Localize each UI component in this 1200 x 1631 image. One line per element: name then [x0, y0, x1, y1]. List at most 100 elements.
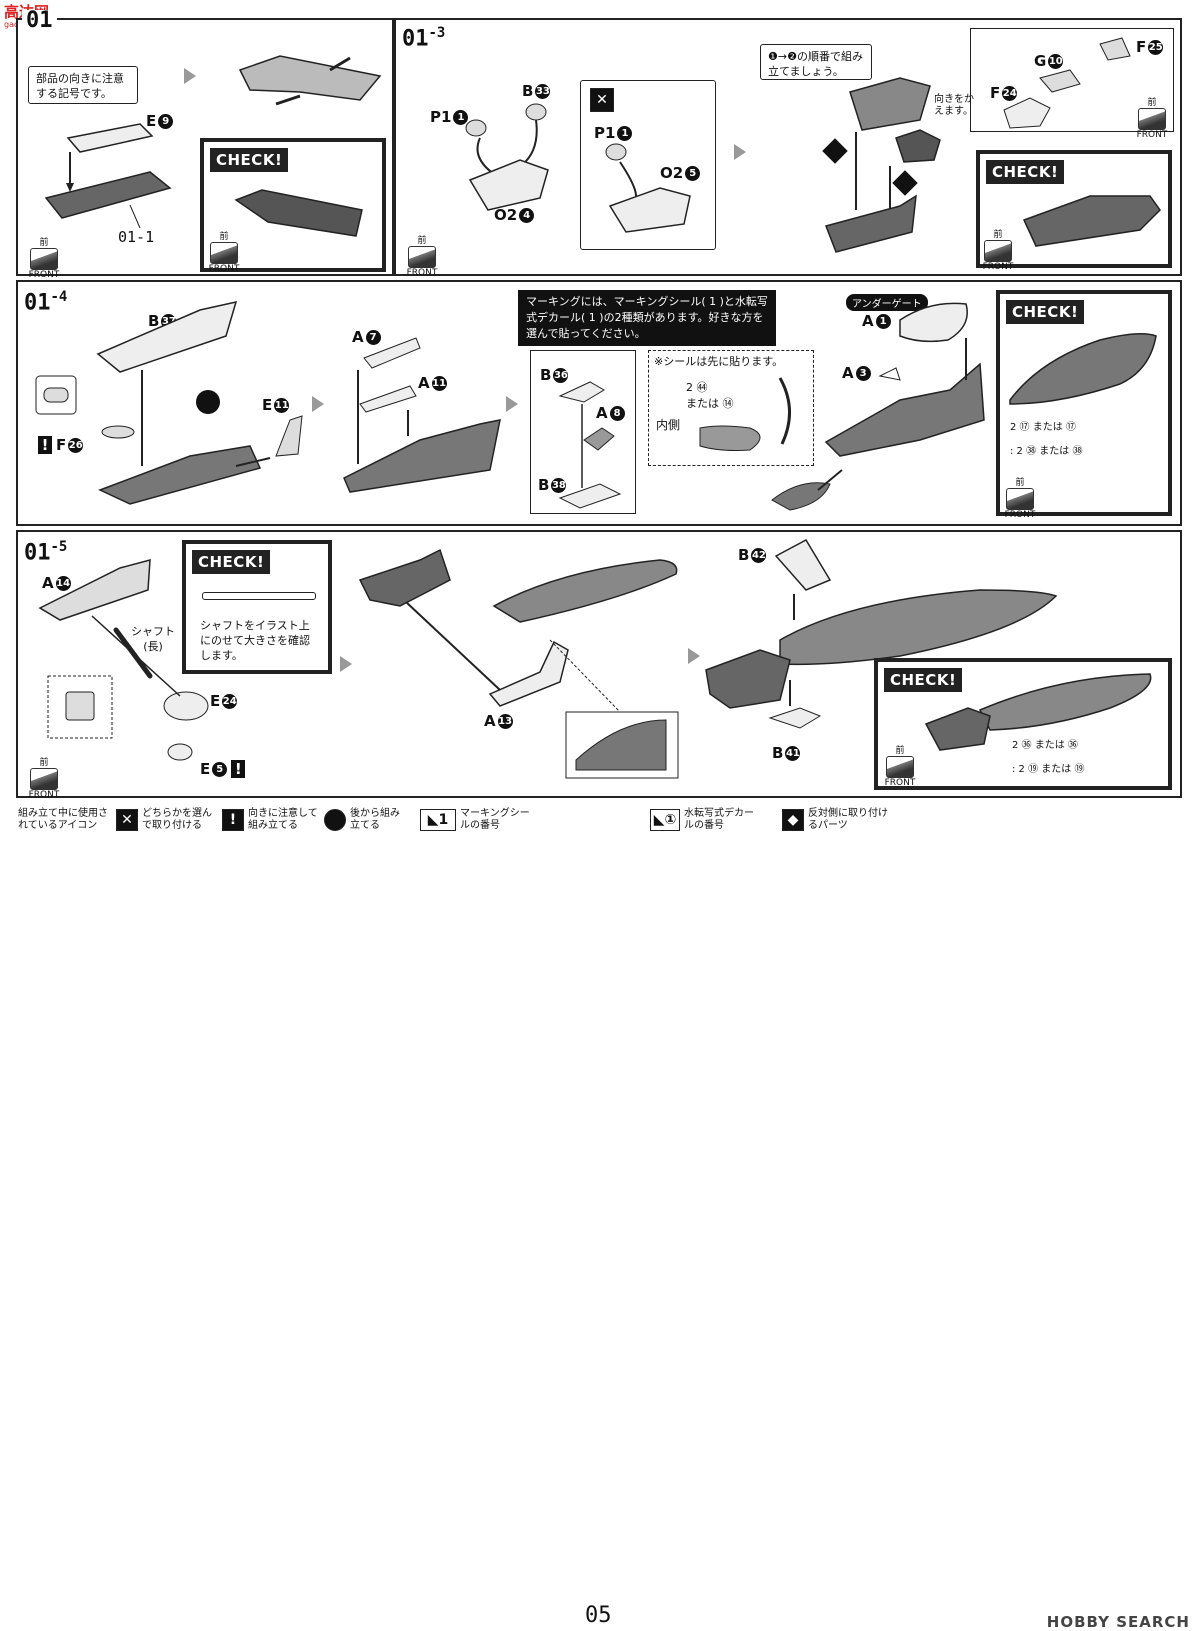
- intake-assembly-drawing: [38, 559, 209, 761]
- subassembly-box: [970, 28, 1174, 132]
- legend-decal-text: 水転写式デカールの番号: [684, 808, 754, 831]
- step-arrow: [312, 396, 324, 412]
- legend-sticker: ◣1 マーキングシールの番号: [420, 808, 530, 832]
- assembly-order-note: ❶→❷の順番で組み立てましょう。: [760, 44, 872, 80]
- inner-side-label: 内側: [656, 418, 681, 432]
- seat-alt-drawing: [605, 143, 691, 233]
- fuselage-assembly-drawing: [771, 302, 985, 511]
- page-number: 05: [585, 1603, 612, 1628]
- step-label-01-2: 01: [22, 10, 57, 32]
- check2-sticker-line: 2 ㊱ または ㊱: [1012, 740, 1078, 751]
- step-label-01-4: 01-4: [20, 286, 72, 315]
- choose-one-icon: ✕: [590, 88, 614, 112]
- nose-assembly-drawing: [343, 337, 501, 493]
- step-arrow: [734, 144, 746, 160]
- check-decal-line: : 2 ㊳ または ㊳: [1010, 446, 1083, 457]
- sticker-or: または ⑭: [686, 397, 734, 410]
- sticker-code: 2 ㊹: [686, 381, 708, 394]
- choose-one-icon: ✕: [116, 809, 138, 831]
- part-e9-drawing: [44, 123, 172, 229]
- legend-later: 後から組み立てる: [324, 808, 406, 832]
- legend-title: 組み立て中に使用されているアイコン: [18, 808, 108, 831]
- legend-later-text: 後から組み立てる: [350, 808, 400, 831]
- step-label-01-3: 01-3: [398, 22, 450, 51]
- marking-note: マーキングには、マーキングシール( 1 )と水転写式デカール( 1 )の2種類が…: [518, 290, 776, 346]
- check-drawing-01-3: [1022, 195, 1161, 247]
- ref-label-01-1: 01-1: [118, 228, 155, 246]
- legend-opposite: ◆ 反対側に取り付けるパーツ: [782, 808, 888, 832]
- orientation-change-note: 向きをかえます。: [934, 94, 974, 117]
- decal-icon: ◣①: [650, 809, 680, 831]
- check-shaft-text: シャフトをイラスト上にのせて大きさを確認します。: [200, 619, 310, 662]
- sticker-drawing: [699, 377, 792, 451]
- check-sticker-line: 2 ⑰ または ⑰: [1010, 422, 1076, 433]
- canopy-drawing: [558, 381, 622, 509]
- step-arrow: [688, 648, 700, 664]
- check-box-01-5: CHECK! シャフトをイラスト上にのせて大きさを確認します。: [182, 540, 332, 674]
- opposite-side-icon: ◆: [782, 809, 804, 831]
- step-label-01-5: 01-5: [20, 536, 72, 565]
- brand-watermark: HOBBY SEARCH: [1046, 1613, 1190, 1631]
- sticker-first-note: ※シールは先に貼ります。: [654, 355, 784, 368]
- legend-choose-text: どちらかを選んで取り付ける: [142, 808, 212, 831]
- legend-choose-one: ✕ どちらかを選んで取り付ける: [116, 808, 212, 832]
- legend-decal: ◣① 水転写式デカールの番号: [650, 808, 756, 832]
- under-gate-label: アンダーゲート: [846, 294, 928, 311]
- step-arrow: [506, 396, 518, 412]
- body-assembly-drawing: [35, 300, 303, 505]
- step-arrow: [184, 68, 196, 84]
- legend-orientation-text: 向きに注意して組み立てる: [248, 808, 318, 831]
- check-drawing-01-5b: [924, 673, 1152, 751]
- exclamation-icon: !: [222, 809, 244, 831]
- rear-assembly-drawing: [705, 539, 1058, 729]
- legend-opposite-text: 反対側に取り付けるパーツ: [808, 808, 888, 831]
- cockpit-assembly-drawing: [825, 37, 1131, 253]
- part-assembly-drawing: [238, 55, 382, 106]
- legend-orientation: ! 向きに注意して組み立てる: [222, 808, 318, 832]
- sticker-callout: [648, 350, 814, 466]
- shaft-label: シャフト(長): [131, 625, 175, 653]
- check-drawing-01-2: [234, 189, 363, 237]
- step-arrow: [340, 656, 352, 672]
- later-assembly-icon: [324, 809, 346, 831]
- orientation-note: 部品の向きに注意する記号です。: [28, 66, 138, 104]
- legend-sticker-text: マーキングシールの番号: [460, 808, 530, 831]
- check2-decal-line: : 2 ⑲ または ⑲: [1012, 764, 1085, 775]
- sticker-icon: ◣1: [420, 809, 456, 831]
- engine-assembly-drawing: [358, 548, 679, 779]
- canopy-subbox: [530, 350, 636, 514]
- check-drawing-01-4: [1009, 333, 1157, 405]
- seat-assembly-drawing: [465, 103, 549, 211]
